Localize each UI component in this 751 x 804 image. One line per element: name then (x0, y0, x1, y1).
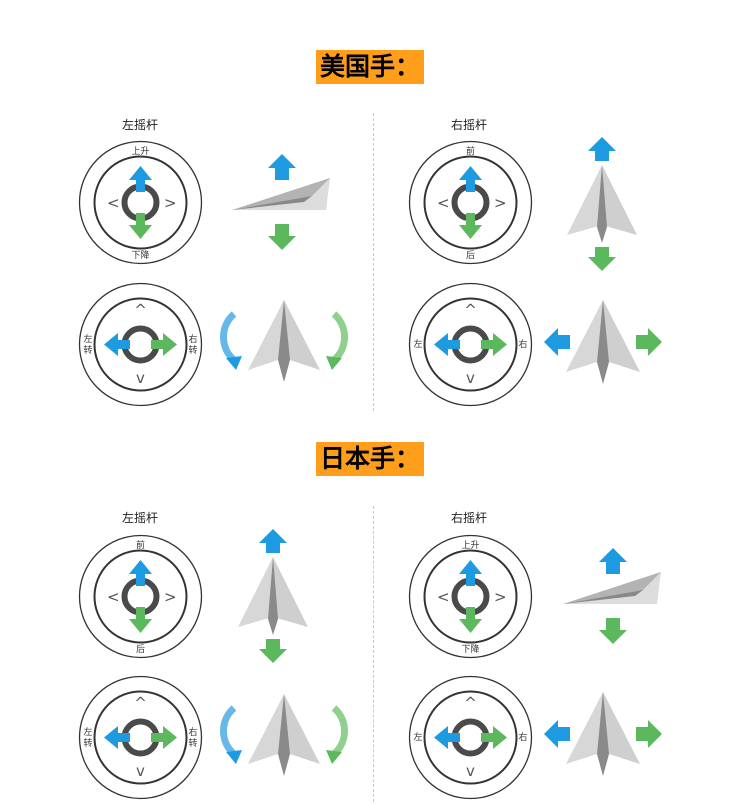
arrow-right-icon (636, 720, 662, 748)
paper-plane-icon (248, 694, 320, 776)
dial-left-label: 左 (413, 731, 422, 743)
arrow-up-icon (599, 548, 627, 574)
pitch-illustration (236, 527, 310, 667)
arrow-down-icon (588, 247, 616, 271)
left-stick-label: 左摇杆 (121, 118, 158, 132)
svg-text:<: < (437, 588, 450, 606)
dial-top-label: 前 (466, 145, 475, 157)
dial-right-label: 右 (518, 731, 527, 743)
svg-text:^: ^ (464, 694, 477, 712)
arrow-down-icon (599, 618, 627, 644)
left-stick-vertical-dial: < > 上升 下降 (78, 140, 203, 265)
rotate-right-icon (326, 705, 348, 764)
svg-text:<: < (107, 588, 120, 606)
arrow-up-icon (588, 137, 616, 161)
arrow-left-icon (544, 720, 570, 748)
climb-illustration (232, 152, 332, 252)
arrow-down-icon (268, 224, 296, 250)
dial-right-label: 右转 (188, 333, 197, 356)
arrow-up-icon (268, 154, 296, 180)
arrow-right-icon (151, 726, 177, 749)
arrow-up-icon (459, 560, 482, 586)
svg-text:v: v (136, 369, 145, 387)
right-stick-label: 右摇杆 (450, 118, 487, 132)
roll-illustration (544, 298, 662, 386)
right-stick-horizontal-dial: ^ v 左 右 (408, 675, 533, 800)
arrow-up-icon (259, 529, 287, 553)
section-title: 日本手： (316, 442, 425, 476)
left-stick-vertical-dial: < > 前 后 (78, 534, 203, 659)
climb-illustration (563, 546, 663, 646)
arrow-right-icon (151, 333, 177, 356)
rotate-left-icon (220, 311, 242, 370)
section-divider (373, 113, 374, 411)
dial-top-label: 前 (136, 539, 145, 551)
arrow-right-icon (481, 333, 507, 356)
dial-left-label: 左转 (83, 333, 92, 356)
paper-plane-icon (238, 557, 308, 635)
right-stick-horizontal-dial: ^ v 左 右 (408, 282, 533, 407)
arrow-down-icon (459, 213, 482, 239)
paper-plane-icon (563, 572, 661, 604)
svg-text:v: v (466, 369, 475, 387)
svg-text:<: < (437, 194, 450, 212)
left-stick-horizontal-dial: ^ v 左转 右转 (78, 675, 203, 800)
arrow-down-icon (459, 607, 482, 633)
right-stick-label: 右摇杆 (450, 511, 487, 525)
arrow-left-icon (434, 333, 460, 356)
section-title: 美国手： (316, 50, 425, 84)
svg-text:<: < (107, 194, 120, 212)
arrow-left-icon (434, 726, 460, 749)
svg-text:>: > (494, 194, 507, 212)
arrow-left-icon (104, 726, 130, 749)
arrow-up-icon (459, 166, 482, 192)
paper-plane-icon (566, 300, 640, 384)
arrow-up-icon (129, 560, 152, 586)
right-stick-vertical-dial: < > 前 后 (408, 140, 533, 265)
svg-text:v: v (466, 762, 475, 780)
paper-plane-icon (232, 178, 330, 210)
roll-illustration (544, 690, 662, 778)
svg-text:v: v (136, 762, 145, 780)
pitch-illustration (565, 135, 639, 275)
dial-bottom-label: 后 (136, 644, 145, 655)
arrow-left-icon (544, 328, 570, 356)
section-divider (373, 506, 374, 802)
dial-top-label: 上升 (131, 146, 149, 157)
arrow-right-icon (636, 328, 662, 356)
arrow-down-icon (129, 213, 152, 239)
arrow-right-icon (481, 726, 507, 749)
svg-text:>: > (494, 588, 507, 606)
dial-bottom-label: 下降 (131, 249, 149, 261)
dial-bottom-label: 后 (466, 250, 475, 261)
dial-left-label: 左转 (83, 726, 92, 749)
svg-text:^: ^ (134, 301, 147, 319)
dial-left-label: 左 (413, 338, 422, 350)
left-stick-label: 左摇杆 (121, 511, 158, 525)
yaw-illustration (218, 690, 350, 782)
dial-bottom-label: 下降 (461, 643, 479, 655)
arrow-down-icon (259, 639, 287, 663)
paper-plane-icon (248, 300, 320, 382)
svg-text:^: ^ (464, 301, 477, 319)
dial-right-label: 右 (518, 338, 527, 350)
svg-text:>: > (164, 588, 177, 606)
rotate-right-icon (326, 311, 348, 370)
right-stick-vertical-dial: < > 上升 下降 (408, 534, 533, 659)
svg-text:^: ^ (134, 694, 147, 712)
svg-text:>: > (164, 194, 177, 212)
yaw-illustration (218, 296, 350, 388)
arrow-up-icon (129, 166, 152, 192)
paper-plane-icon (566, 692, 640, 776)
paper-plane-icon (567, 165, 637, 243)
dial-top-label: 上升 (461, 540, 479, 551)
rotate-left-icon (220, 705, 242, 764)
arrow-down-icon (129, 607, 152, 633)
dial-right-label: 右转 (188, 726, 197, 749)
left-stick-horizontal-dial: ^ v 左转 右转 (78, 282, 203, 407)
arrow-left-icon (104, 333, 130, 356)
